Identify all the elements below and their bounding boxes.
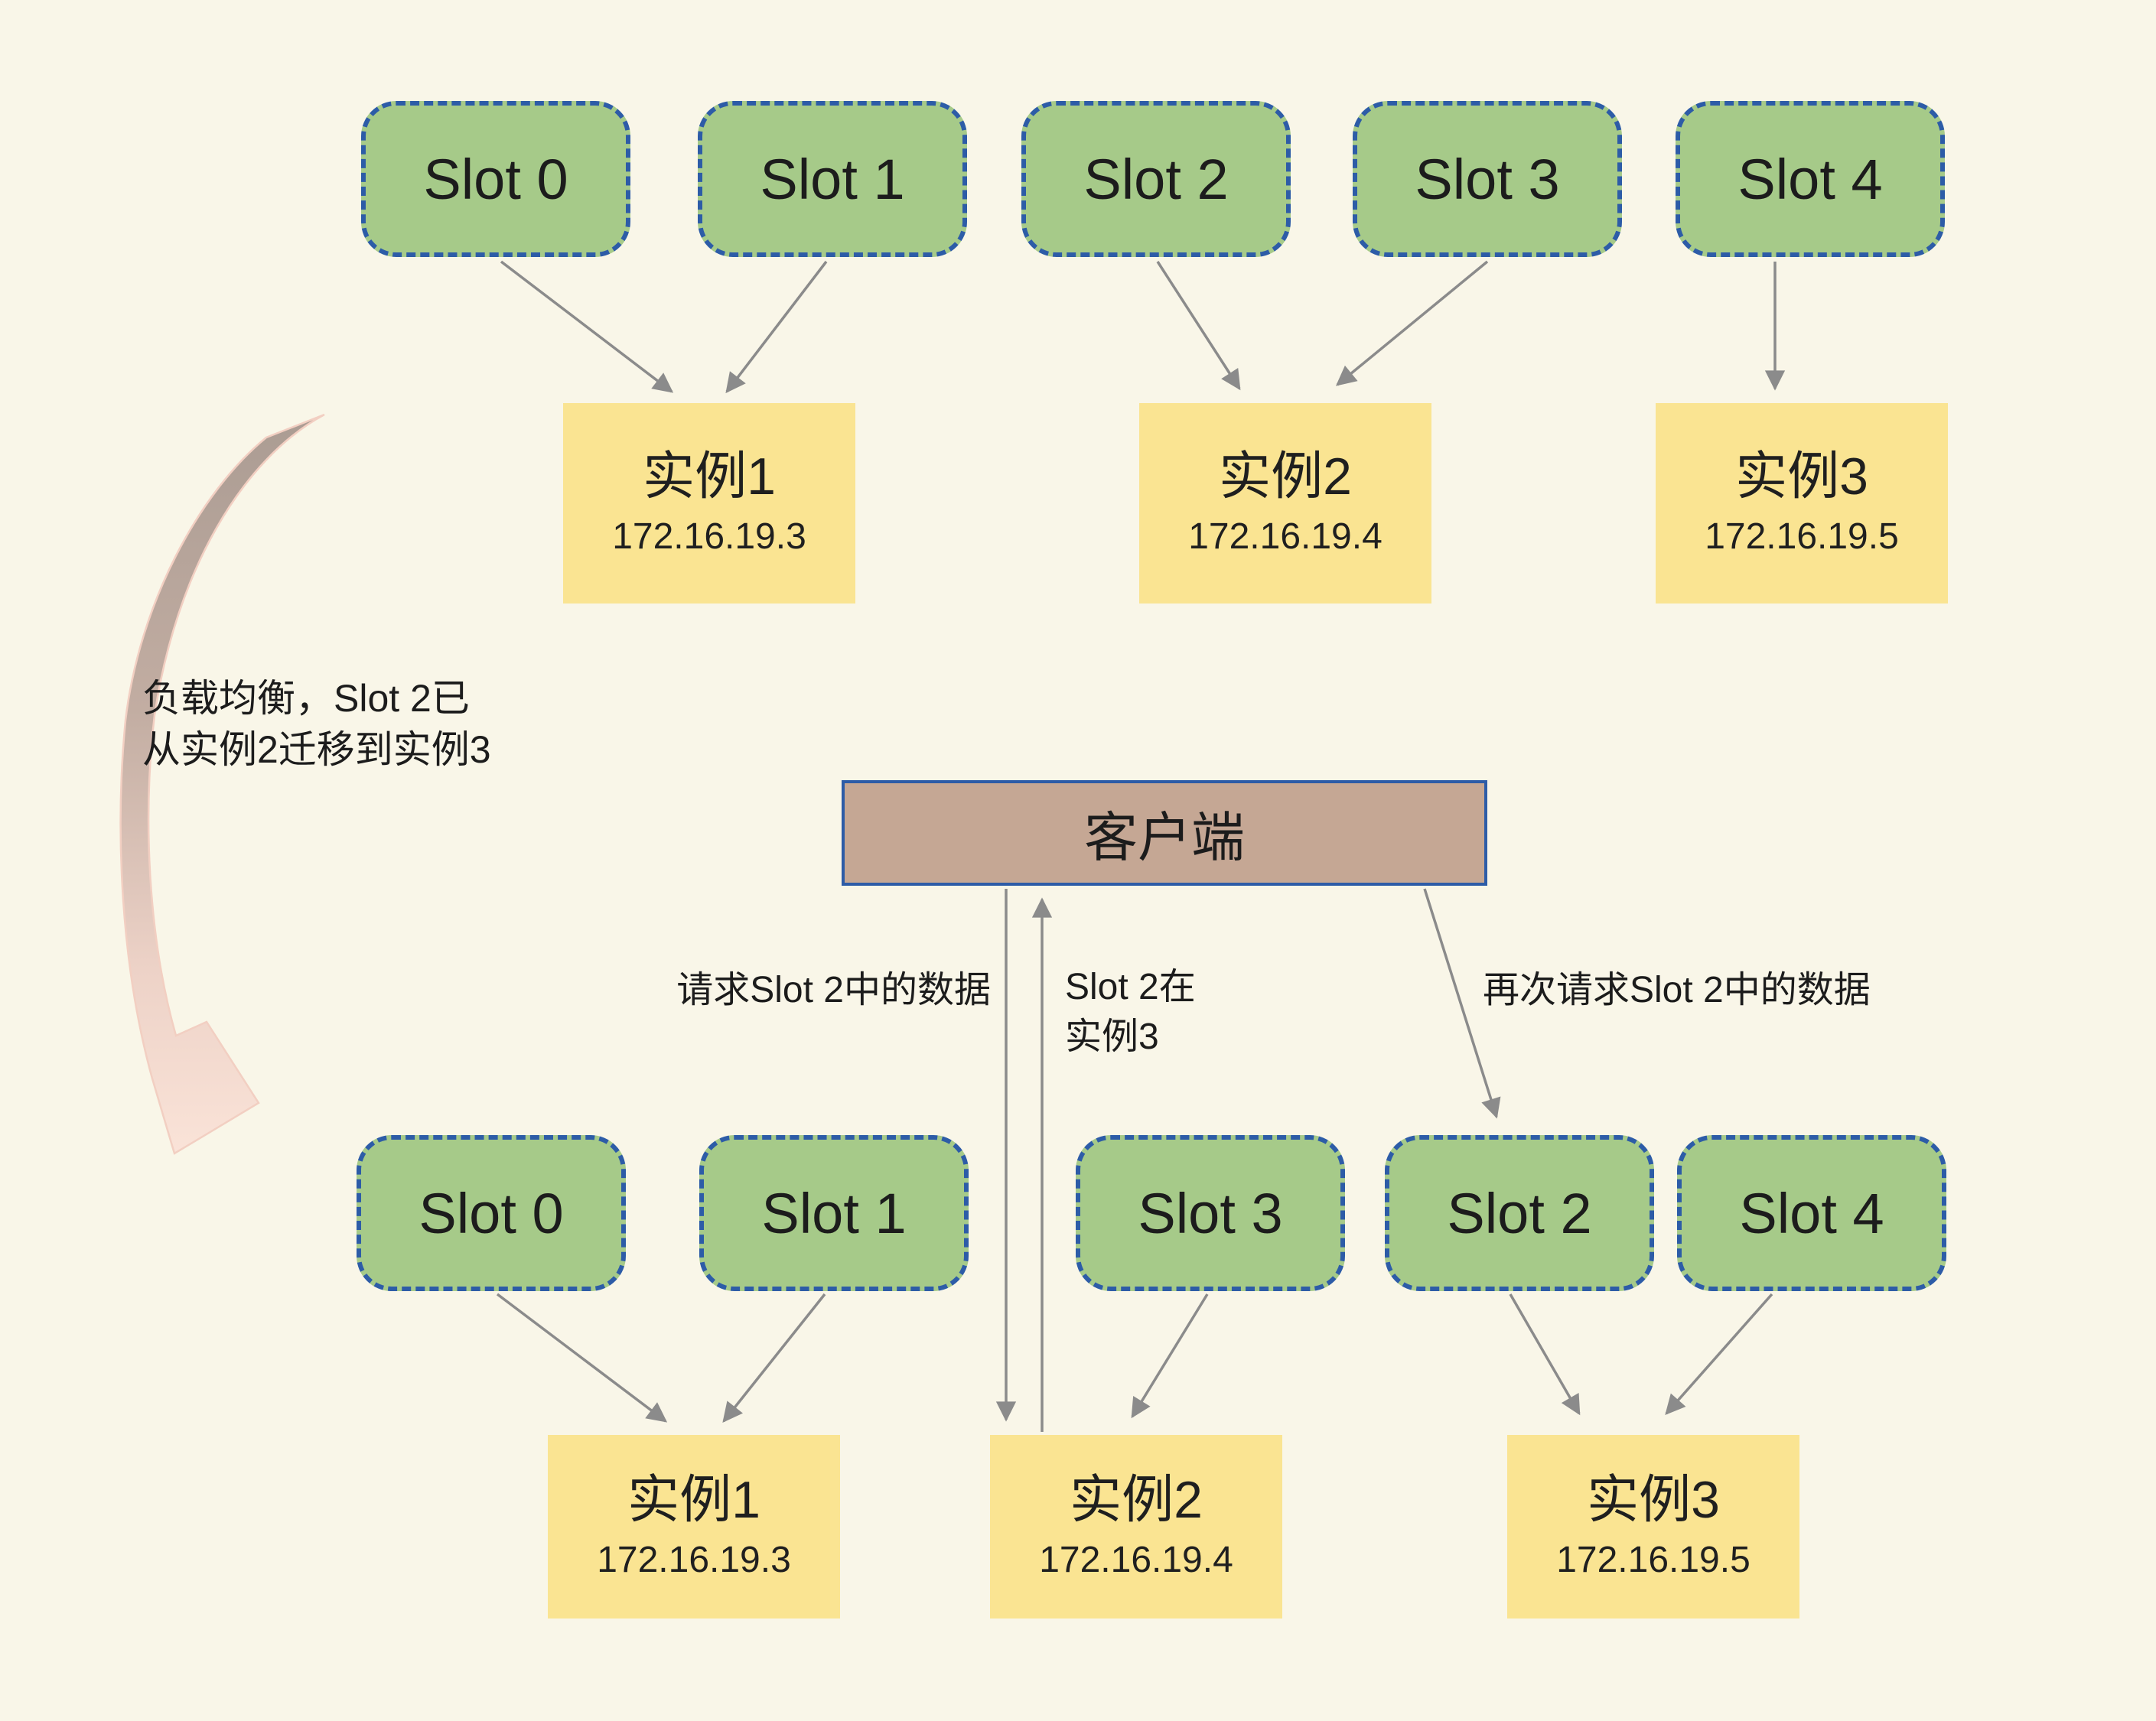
bottom-instance-3-name: 实例3 — [1587, 1471, 1720, 1529]
bottom-slot-2-label: Slot 2 — [1447, 1181, 1592, 1245]
rerequest-note: 再次请求Slot 2中的数据 — [1483, 970, 1871, 1010]
top-instance-2-ip: 172.16.19.4 — [1188, 516, 1383, 557]
response-note-line1: Slot 2在 — [1065, 967, 1196, 1007]
top-instance-1-name: 实例1 — [643, 447, 776, 506]
arrow-top-slot2-to-instance2 — [1156, 261, 1241, 391]
bottom-instance-2-ip: 172.16.19.4 — [1039, 1539, 1233, 1580]
bottom-instance-2-name: 实例2 — [1070, 1471, 1203, 1529]
top-instance-1: 实例1 172.16.19.3 — [563, 403, 855, 603]
top-instance-3-ip: 172.16.19.5 — [1705, 516, 1899, 557]
top-slot-4-label: Slot 4 — [1738, 147, 1883, 211]
arrow-top-slot0-to-instance1 — [500, 260, 674, 393]
top-slot-0: Slot 0 — [361, 101, 630, 257]
top-slot-4: Slot 4 — [1676, 101, 1945, 257]
arrow-bottom-slot2-to-instance3 — [1509, 1293, 1581, 1416]
top-instance-1-ip: 172.16.19.3 — [612, 516, 806, 557]
arrow-top-slot1-to-instance1 — [725, 260, 828, 394]
bottom-instance-1: 实例1 172.16.19.3 — [548, 1435, 840, 1619]
top-instance-2: 实例2 172.16.19.4 — [1139, 403, 1431, 603]
bottom-slot-1: Slot 1 — [699, 1135, 969, 1291]
client-label: 客户端 — [1084, 807, 1245, 867]
bottom-slot-3: Slot 3 — [1076, 1135, 1345, 1291]
migration-curved-arrow — [119, 413, 325, 1155]
top-instance-3-name: 实例3 — [1735, 447, 1868, 506]
arrow-bottom-slot1-to-instance1 — [722, 1293, 826, 1423]
client-box: 客户端 — [842, 780, 1487, 886]
response-note: Slot 2在 实例3 — [1065, 962, 1196, 1062]
bottom-slot-0: Slot 0 — [357, 1135, 626, 1291]
bottom-slot-2: Slot 2 — [1385, 1135, 1654, 1291]
request-note: 请求Slot 2中的数据 — [676, 970, 991, 1010]
top-slot-3: Slot 3 — [1353, 101, 1622, 257]
bottom-instance-2: 实例2 172.16.19.4 — [990, 1435, 1282, 1619]
bottom-slot-4: Slot 4 — [1677, 1135, 1946, 1291]
top-slot-3-label: Slot 3 — [1415, 147, 1560, 211]
arrow-bottom-slot3-to-instance2 — [1131, 1293, 1209, 1419]
top-slot-1: Slot 1 — [698, 101, 967, 257]
migration-note-line2: 从实例2迁移到实例3 — [142, 728, 491, 771]
bottom-instance-3: 实例3 172.16.19.5 — [1507, 1435, 1799, 1619]
top-instance-2-name: 实例2 — [1219, 447, 1352, 506]
bottom-instance-1-ip: 172.16.19.3 — [597, 1539, 791, 1580]
top-slot-1-label: Slot 1 — [760, 147, 905, 211]
top-slot-2-label: Slot 2 — [1083, 147, 1229, 211]
bottom-instance-3-ip: 172.16.19.5 — [1556, 1539, 1751, 1580]
arrow-top-slot3-to-instance2 — [1335, 260, 1489, 386]
migration-note-line1: 负载均衡，Slot 2已 — [142, 677, 470, 720]
bottom-slot-1-label: Slot 1 — [761, 1181, 907, 1245]
top-slot-0-label: Slot 0 — [423, 147, 568, 211]
bottom-instance-1-name: 实例1 — [627, 1471, 760, 1529]
migration-note: 负载均衡，Slot 2已 从实例2迁移到实例3 — [142, 673, 491, 776]
bottom-slot-0-label: Slot 0 — [418, 1181, 564, 1245]
bottom-slot-3-label: Slot 3 — [1138, 1181, 1283, 1245]
top-instance-3: 实例3 172.16.19.5 — [1656, 403, 1948, 603]
top-slot-2: Slot 2 — [1021, 101, 1291, 257]
arrow-bottom-slot0-to-instance1 — [496, 1293, 668, 1423]
bottom-slot-4-label: Slot 4 — [1739, 1181, 1884, 1245]
arrow-bottom-slot4-to-instance3 — [1665, 1293, 1773, 1415]
response-note-line2: 实例3 — [1065, 1017, 1159, 1058]
